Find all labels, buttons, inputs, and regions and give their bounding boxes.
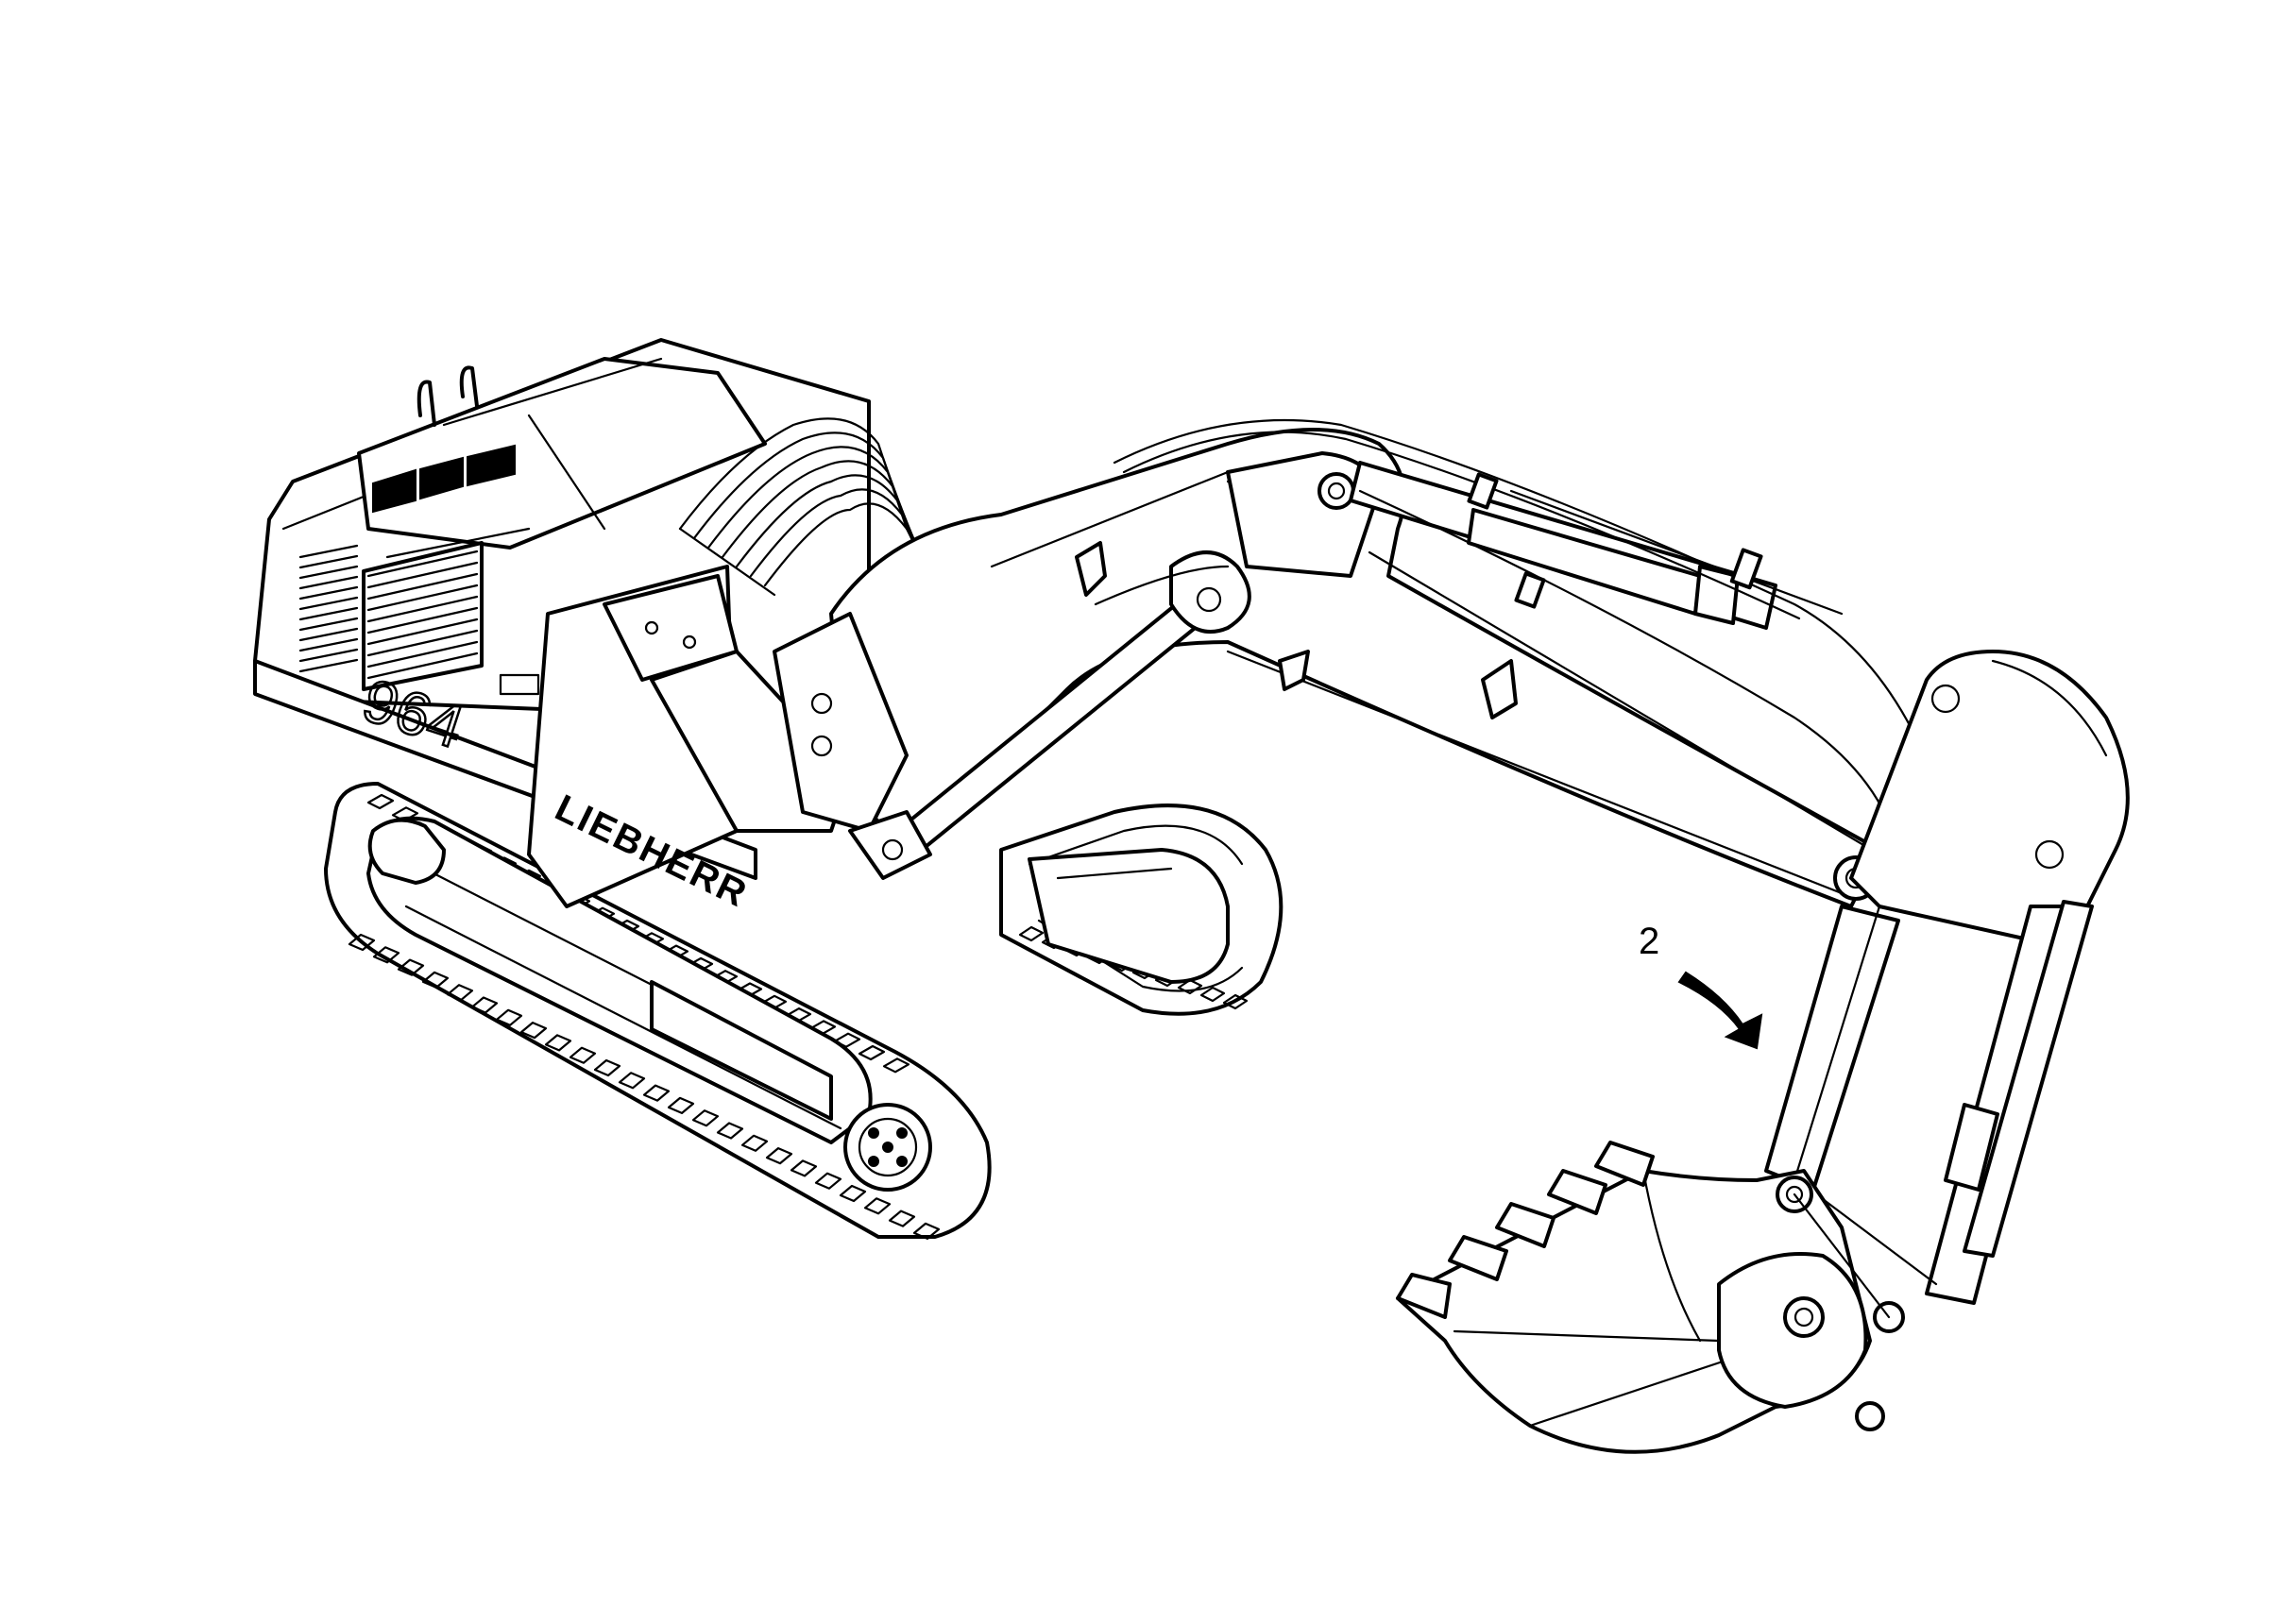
vent-slot	[298, 544, 359, 559]
vent-slot	[298, 565, 359, 580]
bucket-tooth	[1396, 1273, 1452, 1319]
vent-slot	[298, 596, 359, 611]
track-pad	[348, 933, 376, 952]
bucket-tooth	[1594, 1141, 1655, 1187]
hose-guard-cage	[678, 417, 937, 597]
track-pad	[397, 958, 425, 976]
bucket-tooth	[1547, 1169, 1607, 1215]
radiator-slat	[366, 584, 479, 612]
track-pad	[593, 1058, 621, 1077]
track-pad	[569, 1046, 597, 1064]
radiator-slat	[366, 617, 479, 646]
track-pad	[882, 1057, 910, 1074]
callout-2: 2	[1639, 921, 1763, 1050]
track-pad	[421, 971, 450, 989]
vent-slot	[298, 575, 359, 590]
vent-slot	[298, 637, 359, 652]
track-pad	[691, 1109, 720, 1127]
boom	[773, 428, 1881, 908]
track-pad	[1018, 925, 1045, 942]
engine-hood	[357, 357, 767, 550]
callout-arrow	[1677, 971, 1763, 1050]
track-pad	[642, 1084, 671, 1102]
upper-carriage: LIEBHERR 964	[253, 338, 871, 916]
radiator-slat	[366, 651, 479, 680]
radiator-slat	[366, 640, 479, 668]
track-pad	[765, 1147, 793, 1165]
bucket	[1396, 1141, 1938, 1454]
track-pad	[667, 1096, 695, 1114]
radiator-slat	[366, 561, 479, 589]
front-track-assembly	[324, 782, 992, 1240]
track-pad	[1222, 993, 1249, 1010]
vent-slot	[298, 606, 359, 621]
vent-slot	[298, 617, 359, 632]
rear-track-assembly	[999, 804, 1284, 1016]
radiator-slat	[366, 550, 479, 578]
vent-slot	[298, 627, 359, 642]
track-pad	[863, 1197, 892, 1215]
track-pad	[858, 1044, 886, 1061]
track-pad	[446, 984, 474, 1002]
vent-slot	[298, 658, 359, 673]
track-pad	[716, 1122, 744, 1140]
track-pad	[1199, 986, 1226, 1003]
track-pad	[618, 1072, 646, 1090]
vent-slot	[298, 554, 359, 569]
track-pad	[888, 1210, 916, 1227]
track-pad	[372, 946, 400, 964]
track-pad	[544, 1034, 572, 1052]
stick-cylinder	[1094, 418, 1947, 852]
boom-cylinder	[848, 550, 1251, 880]
stick-arm	[1764, 650, 2130, 1305]
track-pad	[839, 1184, 867, 1203]
track-pad	[366, 793, 395, 810]
radiator-slat	[366, 572, 479, 601]
track-pad	[470, 996, 499, 1014]
radiator-slat	[366, 606, 479, 634]
bucket-tooth	[1495, 1202, 1556, 1248]
track-pad	[790, 1159, 818, 1177]
vent-slot	[298, 648, 359, 663]
radiator-slat	[366, 629, 479, 657]
track-pad	[740, 1134, 769, 1152]
track-pad	[519, 1022, 548, 1040]
track-pad	[495, 1008, 523, 1026]
track-pad	[814, 1172, 842, 1190]
track-pad	[912, 1222, 941, 1240]
bucket-tooth	[1448, 1235, 1508, 1281]
radiator-slat	[366, 595, 479, 623]
callout-label: 2	[1639, 921, 1659, 962]
vent-slot	[298, 585, 359, 601]
